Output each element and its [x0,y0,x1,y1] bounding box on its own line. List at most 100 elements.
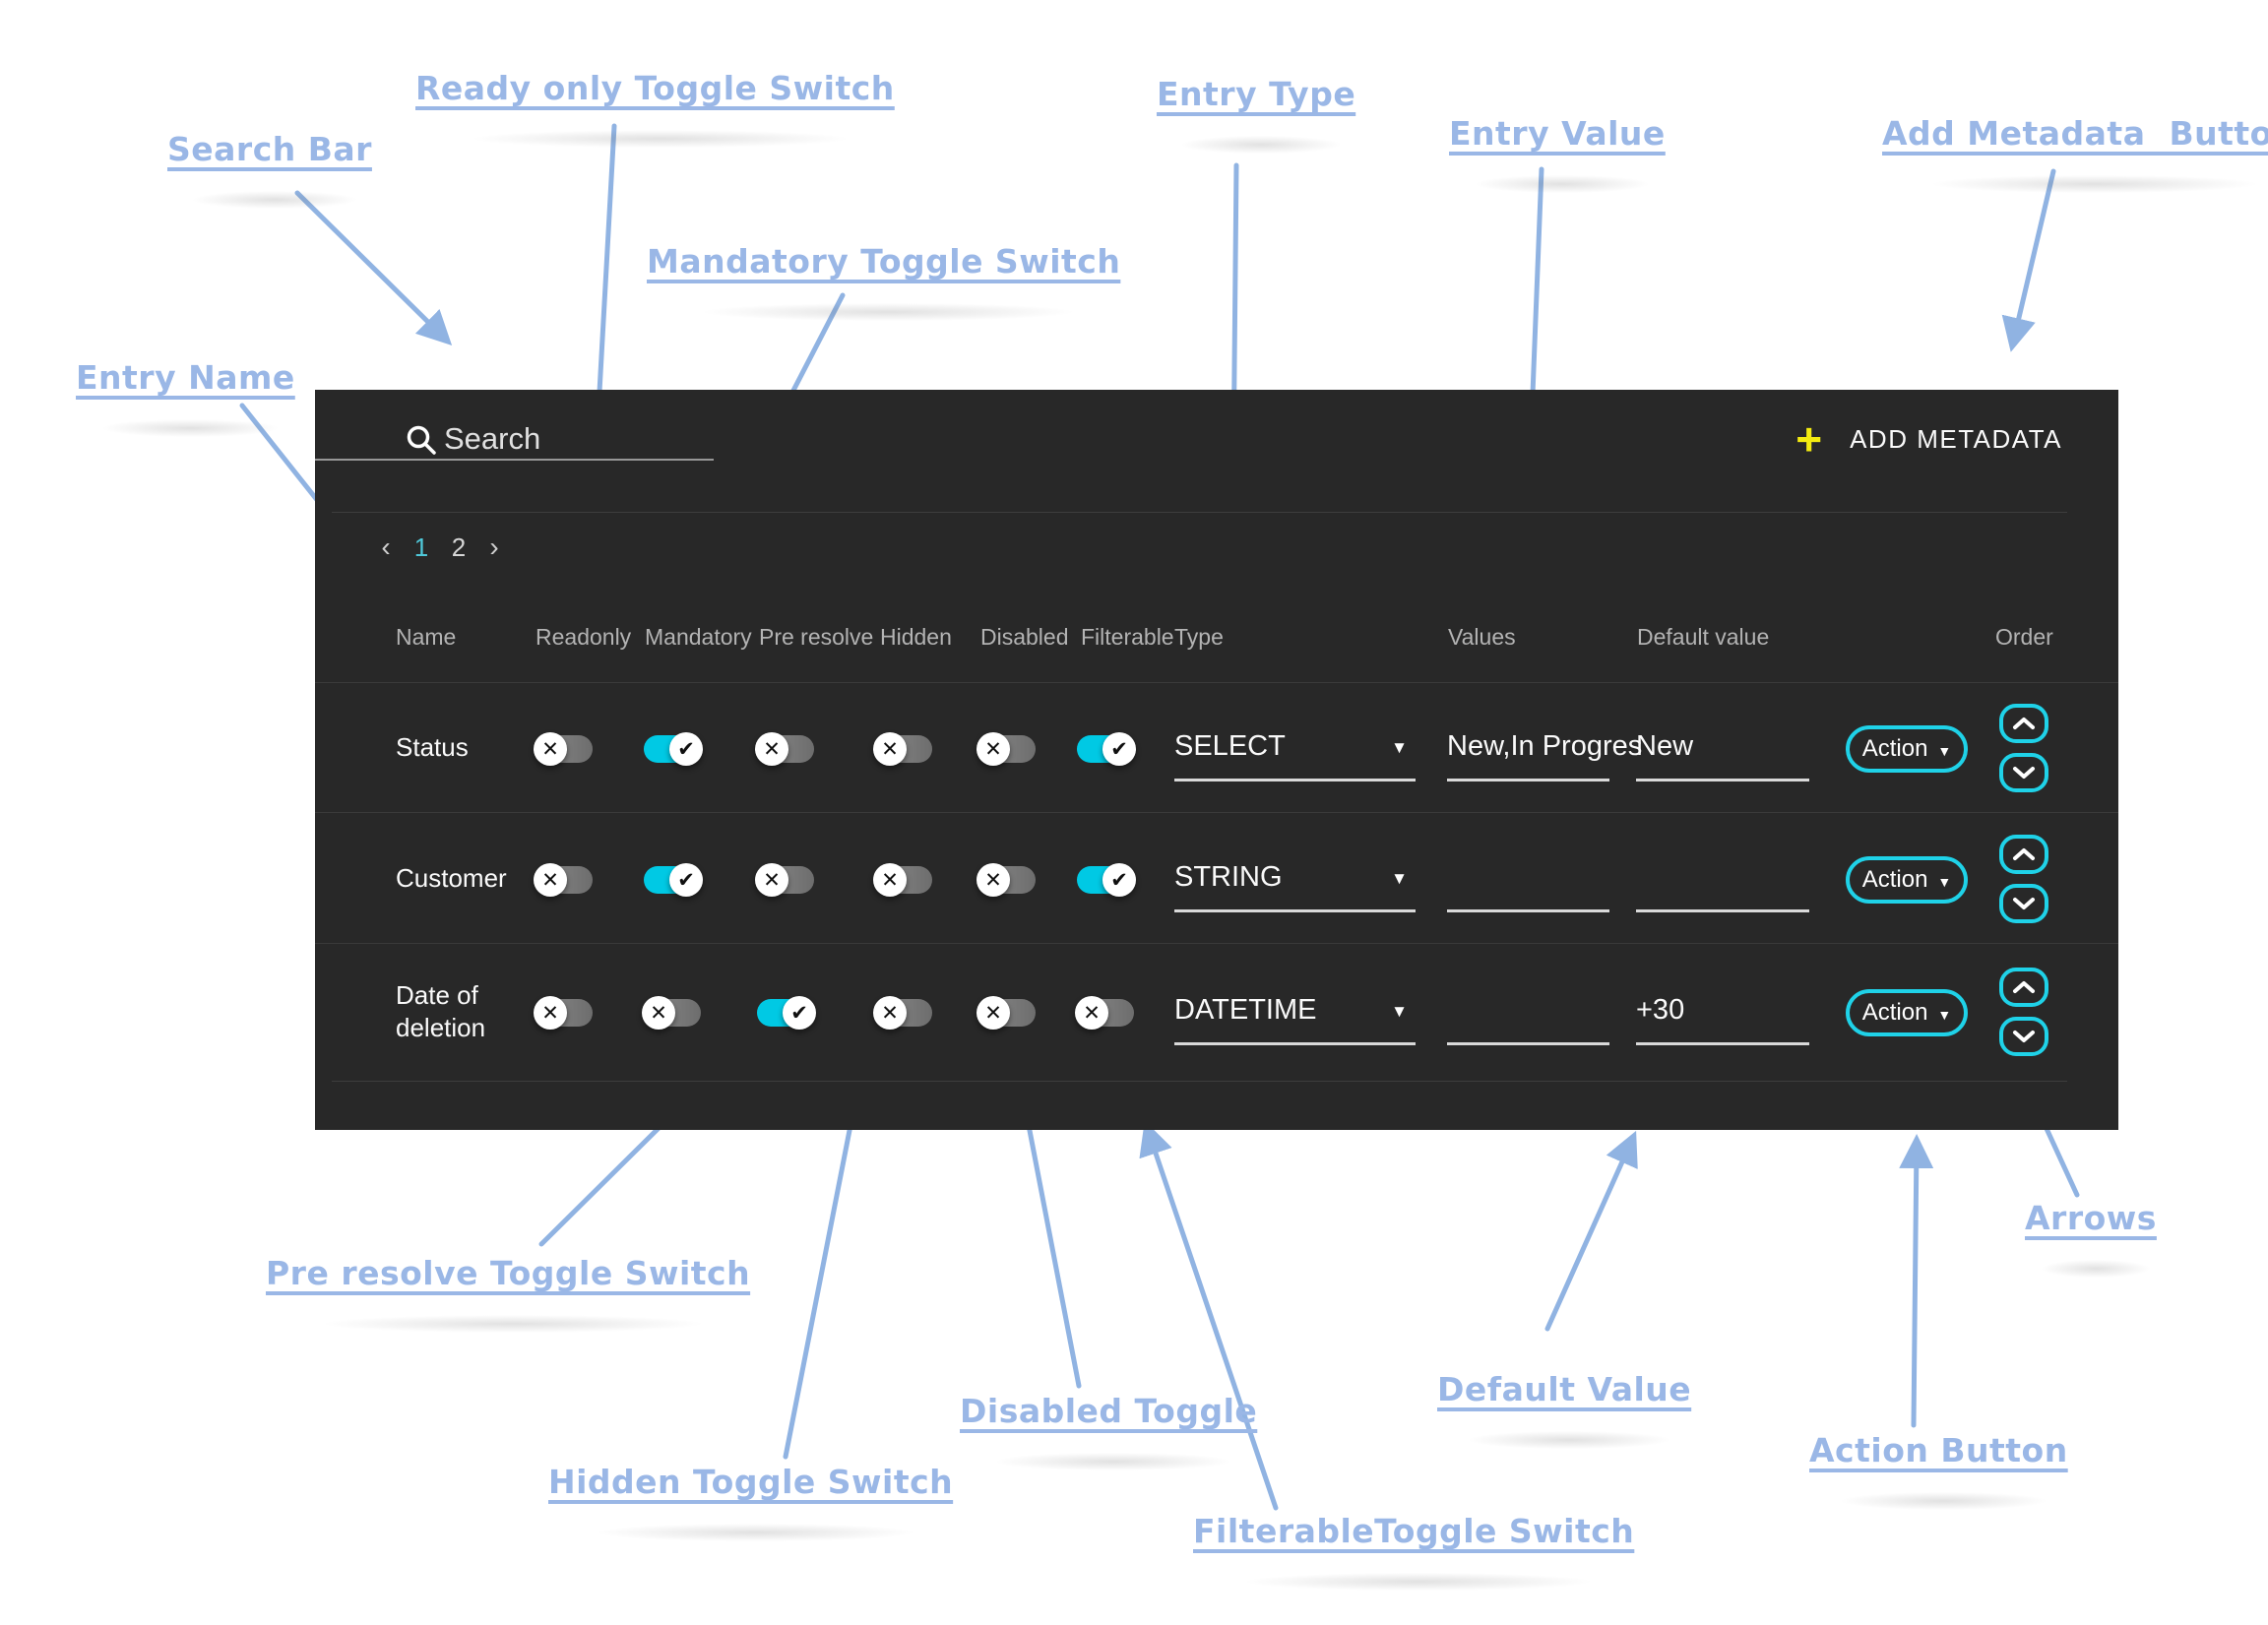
disabled-toggle[interactable]: ✕ [976,863,1036,897]
search-icon [407,425,436,455]
pagination: ‹ 1 2 › [369,531,511,563]
values-text: New,In Progres [1447,730,1643,762]
chevron-down-icon: ▼ [1391,738,1408,757]
check-icon: ✔ [1110,737,1128,761]
page-2[interactable]: 2 [451,531,467,562]
toggle-knob: ✕ [976,996,1010,1030]
toggle-knob: ✔ [669,732,703,766]
toggle-knob: ✕ [976,863,1010,897]
check-icon: ✔ [677,737,695,761]
chevron-down-icon [2013,1031,2035,1042]
header-name: Name [396,624,457,650]
action-button[interactable]: Action ▼ [1846,725,1968,773]
add-metadata-button[interactable]: + ADD METADATA [1796,415,2062,463]
default-value-input[interactable]: New [1636,730,1809,781]
chevron-down-icon: ▼ [1391,869,1408,888]
pre-resolve-toggle[interactable]: ✕ [755,863,814,897]
type-value: SELECT [1174,730,1286,762]
toggle-knob: ✕ [976,732,1010,766]
header-filterable: Filterable [1081,624,1174,650]
callout-entry-value: Entry Value [1449,114,1675,197]
callout-action-button: Action Button [1809,1431,2078,1514]
bottom-divider [332,1081,2067,1082]
hidden-toggle[interactable]: ✕ [873,996,932,1030]
mandatory-toggle[interactable]: ✔ [644,732,703,766]
default-value-input[interactable]: +30 [1636,994,1809,1045]
default-value-input[interactable] [1636,861,1809,912]
chevron-down-icon: ▼ [1937,873,1952,890]
header-pre-resolve: Pre resolve [759,624,874,650]
move-down-button[interactable] [1999,753,2048,792]
hidden-toggle[interactable]: ✕ [873,732,932,766]
toggle-knob: ✕ [534,732,567,766]
values-input[interactable] [1447,994,1609,1045]
page-1[interactable]: 1 [413,531,429,562]
mandatory-toggle[interactable]: ✔ [644,863,703,897]
toggle-knob: ✕ [755,863,788,897]
move-up-button[interactable] [1999,835,2048,874]
move-up-button[interactable] [1999,704,2048,743]
readonly-toggle[interactable]: ✕ [534,732,593,766]
cross-icon: ✕ [763,737,781,761]
search-underline [315,459,714,461]
disabled-toggle[interactable]: ✕ [976,996,1036,1030]
toggle-knob: ✔ [1102,732,1136,766]
toggle-knob: ✕ [642,996,675,1030]
toggle-knob: ✕ [755,732,788,766]
field-underline [1174,909,1416,912]
chevron-down-icon: ▼ [1937,1006,1952,1023]
search-bar[interactable]: Search [399,413,802,465]
next-page-icon[interactable]: › [489,531,499,562]
pre-resolve-toggle[interactable]: ✔ [757,996,816,1030]
search-placeholder: Search [444,421,541,456]
type-select[interactable]: DATETIME ▼ [1174,994,1416,1045]
filterable-toggle[interactable]: ✕ [1075,996,1134,1030]
callout-disabled: Disabled Toggle [960,1392,1268,1474]
check-icon: ✔ [790,1001,808,1025]
header-type: Type [1174,624,1224,650]
plus-icon: + [1796,413,1823,465]
chevron-down-icon [2013,767,2035,779]
hidden-toggle[interactable]: ✕ [873,863,932,897]
filterable-toggle[interactable]: ✔ [1077,732,1136,766]
action-button[interactable]: Action ▼ [1846,989,1968,1036]
cross-icon: ✕ [1083,1001,1101,1025]
type-select[interactable]: STRING ▼ [1174,861,1416,912]
callout-arrows: Arrows [2025,1199,2167,1281]
header-disabled: Disabled [980,624,1069,650]
values-input[interactable] [1447,861,1609,912]
move-down-button[interactable] [1999,884,2048,923]
field-underline [1174,1042,1416,1045]
type-value: DATETIME [1174,994,1317,1026]
callout-search-bar: Search Bar [167,130,382,213]
mandatory-toggle[interactable]: ✕ [642,996,701,1030]
check-icon: ✔ [1110,868,1128,892]
field-underline [1636,779,1809,781]
chevron-up-icon [2013,981,2035,993]
callout-entry-type: Entry Type [1157,75,1366,157]
field-underline [1447,779,1609,781]
action-label: Action [1861,735,1928,762]
readonly-toggle[interactable]: ✕ [534,863,593,897]
pre-resolve-toggle[interactable]: ✕ [755,732,814,766]
type-select[interactable]: SELECT ▼ [1174,730,1416,781]
prev-page-icon[interactable]: ‹ [381,531,391,562]
action-button[interactable]: Action ▼ [1846,856,1968,904]
move-down-button[interactable] [1999,1017,2048,1056]
filterable-toggle[interactable]: ✔ [1077,863,1136,897]
move-up-button[interactable] [1999,968,2048,1007]
disabled-toggle[interactable]: ✕ [976,732,1036,766]
cross-icon: ✕ [541,1001,559,1025]
callout-entry-name: Entry Name [76,358,305,441]
values-input[interactable]: New,In Progres [1447,730,1642,781]
top-divider [332,512,2067,513]
header-order: Order [1995,624,2053,650]
toggle-knob: ✕ [1075,996,1108,1030]
check-icon: ✔ [677,868,695,892]
readonly-toggle[interactable]: ✕ [534,996,593,1030]
field-underline [1174,779,1416,781]
cross-icon: ✕ [984,1001,1002,1025]
action-label: Action [1861,866,1928,893]
metadata-panel: Search + ADD METADATA ‹ 1 2 › Name Reado… [315,390,2118,1130]
default-value-text: New [1636,730,1694,762]
